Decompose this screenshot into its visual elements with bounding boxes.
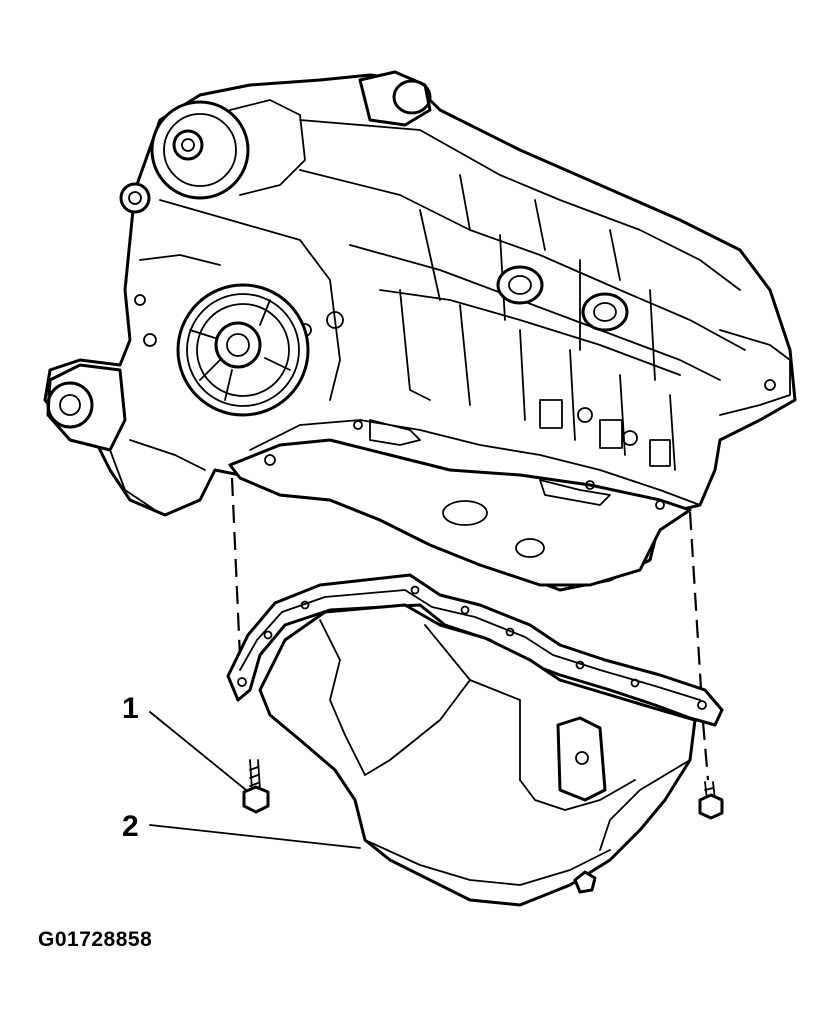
right-bolt-alignment-line	[701, 721, 710, 781]
engine-block	[43, 70, 797, 592]
left-bolt	[242, 759, 270, 814]
right-bolt	[698, 781, 724, 820]
callout-1-leader	[149, 711, 247, 791]
left-alignment-line	[230, 477, 243, 681]
callout-2-number: 2	[122, 810, 139, 843]
callout-2-leader	[149, 824, 361, 849]
figure-id: G01728858	[38, 928, 153, 951]
callout-1-number: 1	[122, 692, 139, 725]
oil-pan	[226, 573, 724, 907]
right-alignment-line	[688, 511, 704, 706]
